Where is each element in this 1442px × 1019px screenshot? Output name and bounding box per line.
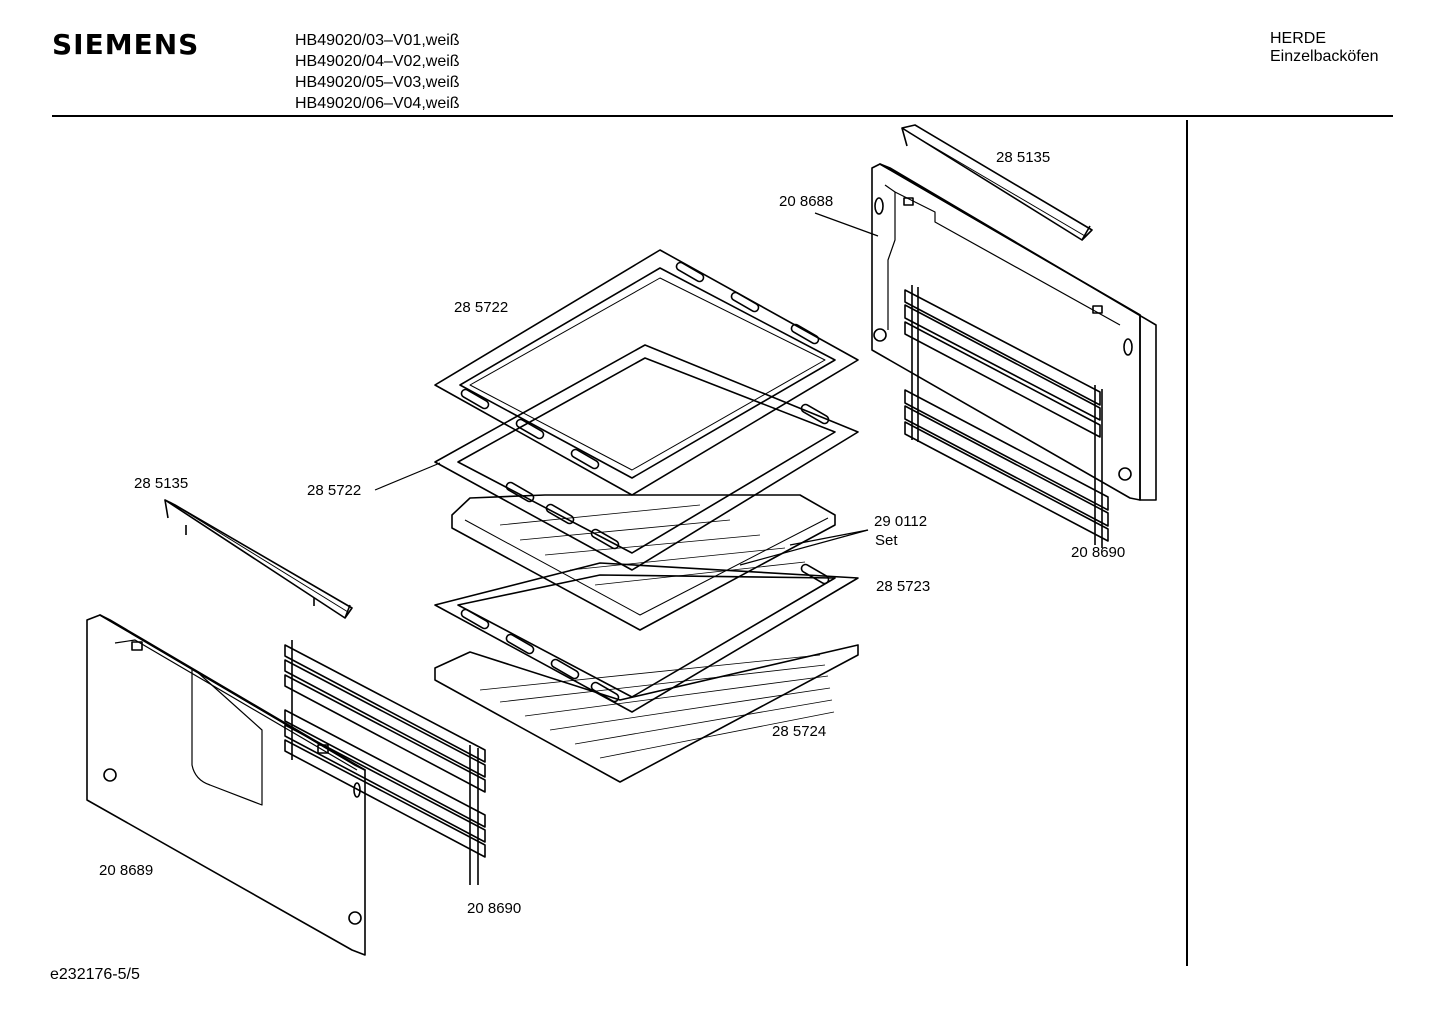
brand-logo: SIEMENS [52,28,200,61]
part-label: 20 8690 [1071,544,1125,561]
model-line: HB49020/04–V02,weiß [295,53,460,70]
side-panel-right [871,163,1157,501]
model-list: HB49020/03–V01,weiß HB49020/04–V02,weiß … [295,30,460,114]
leader-lines [374,212,879,566]
side-panel-left [86,614,366,956]
part-label: 20 8689 [99,862,153,879]
part-label: 28 5724 [772,723,826,740]
document-id: e232176-5/5 [50,966,140,983]
model-line: HB49020/03–V01,weiß [295,32,460,49]
oven-rack-right [904,285,1109,548]
baking-tray-second [434,344,859,571]
part-label: 28 5723 [876,578,930,595]
part-label: 28 5722 [307,482,361,499]
part-label: 20 8690 [467,900,521,917]
part-label: 28 5135 [996,149,1050,166]
part-label: 28 5135 [134,475,188,492]
category-block: HERDE Einzelbacköfen [1270,30,1379,66]
category-title: HERDE [1270,30,1327,47]
part-label: 28 5722 [454,299,508,316]
category-subtitle: Einzelbacköfen [1270,48,1379,65]
deep-tray [451,494,836,631]
baking-tray-upper [434,249,859,496]
part-label: 20 8688 [779,193,833,210]
oven-rack-left [284,640,486,885]
rail-bar-top [901,124,1093,241]
rail-bar-left [164,499,353,619]
model-line: HB49020/05–V03,weiß [295,74,460,91]
part-label: 29 0112 [874,513,927,530]
model-line: HB49020/06–V04,weiß [295,95,460,112]
wire-grid [434,644,859,783]
part-label: Set [875,532,898,549]
